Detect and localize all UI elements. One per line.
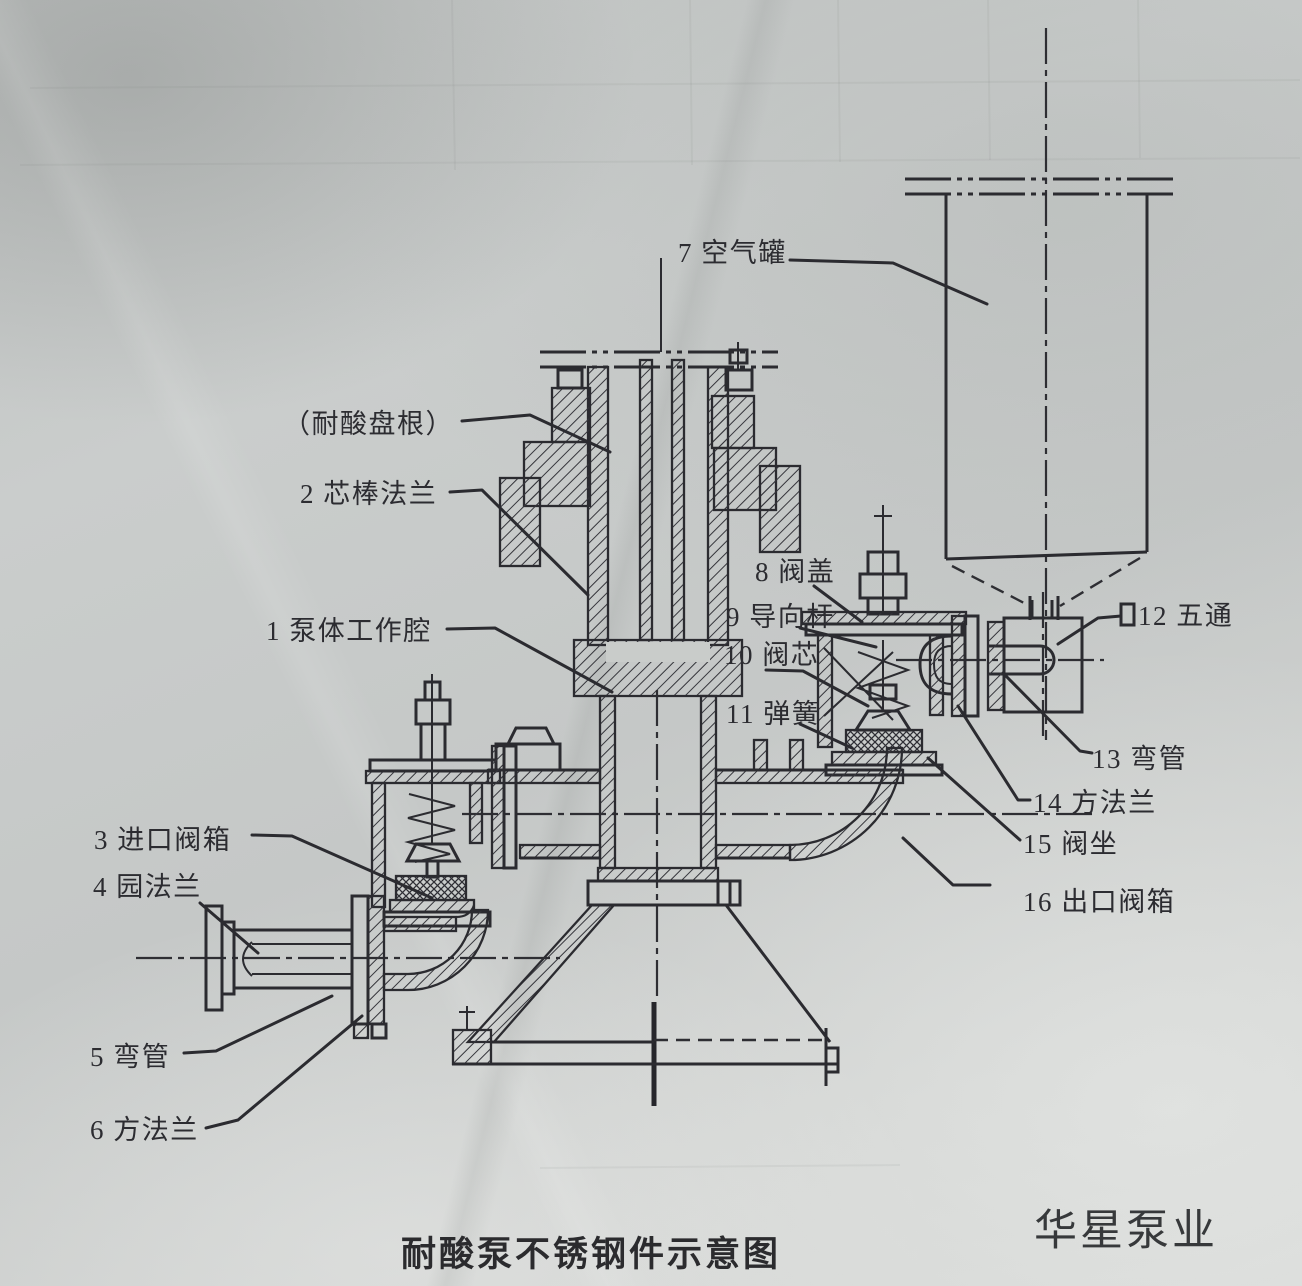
callout-12-five-way: 12 五通 [1138, 601, 1233, 631]
diagram-caption: 耐酸泵不锈钢件示意图 [400, 1235, 781, 1274]
leader-15 [926, 756, 1022, 842]
air-tank [905, 28, 1178, 740]
core-rod [670, 358, 686, 642]
cone-skirt-right [724, 904, 832, 1043]
leader-12 [1056, 614, 1123, 646]
leader-10 [764, 668, 870, 708]
leader-1 [445, 626, 614, 694]
inlet-valve-spring [404, 793, 456, 863]
outlet-elbow-16 [788, 746, 904, 862]
leader-16 [901, 836, 992, 887]
inlet-elbow-5 [382, 915, 458, 933]
leader-6 [204, 1014, 364, 1130]
tank-cone-right [1059, 556, 1141, 608]
flange-bolt [370, 1022, 388, 1040]
inlet-elbow-5 [382, 908, 490, 992]
paper-bleed-through [19, 0, 1301, 1169]
brand-watermark: 华星泵业 [1034, 1207, 1218, 1255]
callout-10-valve-core: 10 阀芯 [724, 640, 819, 670]
leader-8 [812, 584, 864, 624]
leader-7 [788, 258, 989, 306]
plunger-assembly [498, 258, 802, 1106]
packing-gland-right [710, 342, 802, 554]
packing-gland-left [498, 368, 592, 568]
leader-9 [798, 626, 878, 649]
main-pipe [462, 726, 1095, 860]
callout-15-valve-seat: 15 阀坐 [1023, 829, 1118, 859]
callout-16-outlet-valve-box: 16 出口阀箱 [1023, 887, 1175, 917]
square-flange-6 [350, 894, 370, 1026]
box-wall-right [928, 633, 945, 717]
callout-9-guide-rod: 9 导向杆 [726, 602, 835, 632]
box-wall-right [468, 781, 484, 845]
leader-14 [956, 704, 1032, 802]
callout-7-air-tank: 7 空气罐 [678, 238, 787, 268]
leader-11 [798, 722, 854, 750]
callout-packing: （耐酸盘根） [283, 409, 454, 439]
leader-13 [1001, 671, 1094, 755]
leader-3 [250, 833, 434, 900]
flange-bolt [352, 1022, 370, 1040]
base-foot-left [451, 1028, 493, 1066]
callout-11-spring: 11 弹簧 [726, 699, 820, 729]
callout-labels: （耐酸盘根） 2 芯棒法兰 1 泵体工作腔 7 空气罐 8 阀盖 9 导向杆 1… [90, 238, 1233, 1145]
outlet-valve-box [800, 505, 968, 777]
box-wall-left [816, 633, 834, 749]
callout-5-elbow: 5 弯管 [90, 1042, 170, 1072]
round-flange-4 [220, 920, 236, 996]
square-flange-6 [366, 894, 386, 1026]
callout-6-square-flange: 6 方法兰 [90, 1115, 199, 1145]
callout-8-valve-cover: 8 阀盖 [755, 557, 835, 587]
callout-1-pump-chamber: 1 泵体工作腔 [266, 616, 432, 646]
leader-4 [198, 901, 260, 955]
valve-seat-15 [844, 728, 924, 754]
leader-lines [182, 258, 1136, 1130]
callout-4-round-flange: 4 园法兰 [93, 872, 202, 902]
pipe-fitting [494, 742, 562, 772]
inlet-valve-box [364, 674, 518, 928]
leader-5 [182, 994, 334, 1055]
pump-base [451, 866, 840, 1086]
core-rod [638, 358, 654, 642]
leader-12-box [1119, 602, 1136, 627]
callout-3-inlet-valve-box: 3 进口阀箱 [94, 825, 231, 855]
callout-2-core-rod-flange: 2 芯棒法兰 [300, 479, 437, 509]
callout-13-elbow: 13 弯管 [1092, 744, 1187, 774]
valve-core-10 [868, 683, 898, 701]
leader-packing [460, 413, 612, 454]
callout-14-square-flange: 14 方法兰 [1033, 788, 1157, 818]
inlet-piping [136, 894, 560, 1040]
tank-cone-left [951, 564, 1031, 608]
leader-2 [448, 488, 590, 597]
pipe-bolt [752, 738, 769, 772]
inlet-valve-core [404, 842, 462, 863]
box-wall-left [370, 781, 387, 909]
pipe-bolt [788, 738, 805, 772]
